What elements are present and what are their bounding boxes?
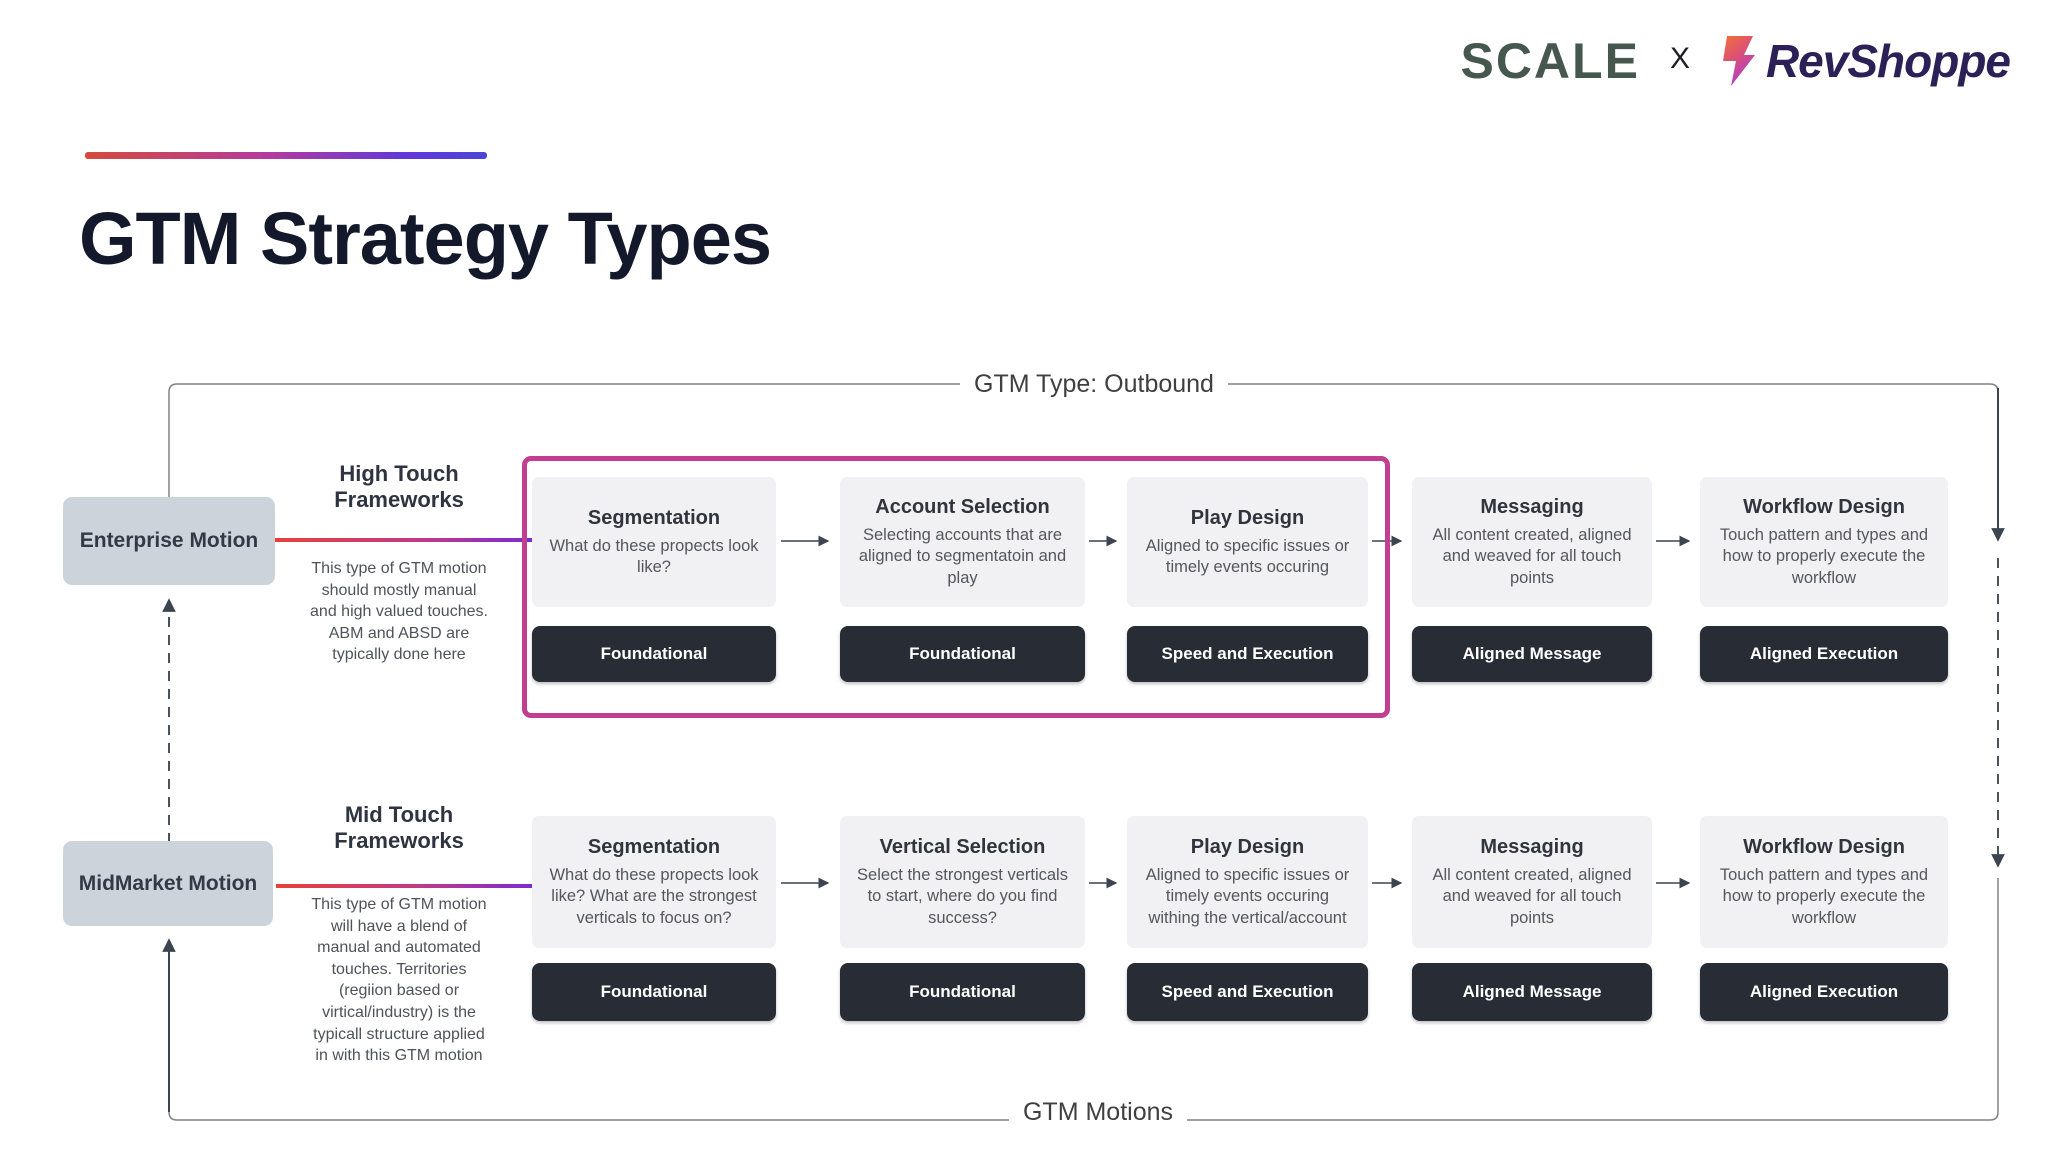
scale-logo: SCALE bbox=[1460, 33, 1640, 89]
step-title: Messaging bbox=[1480, 835, 1584, 858]
gradient-connector-enterprise bbox=[275, 538, 532, 542]
step-tag: Aligned Execution bbox=[1700, 963, 1948, 1021]
lightning-bolt-icon bbox=[1722, 36, 1755, 86]
title-accent-bar bbox=[85, 152, 487, 159]
frame-label-gtm-motions: GTM Motions bbox=[1008, 1098, 1188, 1126]
step-body: Aligned to specific issues or timely eve… bbox=[1145, 865, 1350, 927]
step-tag: Aligned Execution bbox=[1700, 626, 1948, 682]
step-body: Touch pattern and types and how to prope… bbox=[1719, 865, 1929, 927]
step-body: Aligned to specific issues or timely eve… bbox=[1145, 536, 1350, 576]
page-title: GTM Strategy Types bbox=[79, 197, 772, 280]
step-title: Segmentation bbox=[587, 506, 721, 529]
step-tag: Foundational bbox=[840, 963, 1085, 1021]
brand-lockup: SCALE X RevShoppe bbox=[1460, 33, 2011, 89]
highlight-outline bbox=[522, 456, 1390, 718]
step-tag: Aligned Message bbox=[1412, 626, 1652, 682]
frame-label-gtm-type: GTM Type: Outbound bbox=[960, 370, 1228, 398]
step-card: Segmentation What do these propects look… bbox=[532, 477, 776, 607]
step-tag: Speed and Execution bbox=[1127, 626, 1368, 682]
step-title: Segmentation bbox=[587, 835, 721, 858]
step-title: Play Design bbox=[1190, 835, 1305, 858]
step-card: Workflow Design Touch pattern and types … bbox=[1700, 477, 1948, 607]
step-tag: Speed and Execution bbox=[1127, 963, 1368, 1021]
step-body: Select the strongest verticals to start,… bbox=[857, 865, 1068, 927]
mid-touch-frameworks-body: This type of GTM motion will have a blen… bbox=[311, 896, 487, 1065]
step-card: Messaging All content created, aligned a… bbox=[1412, 816, 1652, 948]
step-tag: Foundational bbox=[532, 626, 776, 682]
step-title: Workflow Design bbox=[1743, 835, 1905, 858]
partnership-x: X bbox=[1669, 42, 1690, 75]
step-tag: Aligned Message bbox=[1412, 963, 1652, 1021]
step-title: Account Selection bbox=[875, 495, 1050, 518]
step-card: Vertical Selection Select the strongest … bbox=[840, 816, 1085, 948]
enterprise-motion-box: Enterprise Motion bbox=[63, 497, 275, 585]
revshoppe-logo: RevShoppe bbox=[1720, 34, 2011, 88]
step-title: Workflow Design bbox=[1743, 495, 1905, 518]
step-body: What do these propects look like? What a… bbox=[549, 865, 759, 927]
step-card: Play Design Aligned to specific issues o… bbox=[1127, 477, 1368, 607]
gradient-connector-midmarket bbox=[276, 884, 532, 888]
step-card: Workflow Design Touch pattern and types … bbox=[1700, 816, 1948, 948]
step-title: Play Design bbox=[1190, 506, 1305, 529]
step-tag: Foundational bbox=[840, 626, 1085, 682]
step-body: What do these propects look like? bbox=[549, 536, 759, 576]
high-touch-frameworks-body: This type of GTM motion should mostly ma… bbox=[310, 560, 488, 664]
high-touch-frameworks-title: High Touch Frameworks bbox=[334, 461, 464, 513]
step-card: Messaging All content created, aligned a… bbox=[1412, 477, 1652, 607]
step-body: All content created, aligned and weaved … bbox=[1432, 865, 1632, 927]
step-card: Account Selection Selecting accounts tha… bbox=[840, 477, 1085, 607]
step-title: Vertical Selection bbox=[879, 835, 1046, 858]
step-title: Messaging bbox=[1480, 495, 1584, 518]
mid-touch-frameworks-title: Mid Touch Frameworks bbox=[334, 802, 464, 854]
revshoppe-wordmark: RevShoppe bbox=[1765, 35, 2011, 87]
step-body: Touch pattern and types and how to prope… bbox=[1719, 525, 1929, 587]
step-body: All content created, aligned and weaved … bbox=[1432, 525, 1632, 587]
midmarket-motion-box: MidMarket Motion bbox=[63, 841, 273, 926]
step-tag: Foundational bbox=[532, 963, 776, 1021]
step-body: Selecting accounts that are aligned to s… bbox=[858, 525, 1067, 587]
step-card: Segmentation What do these propects look… bbox=[532, 816, 776, 948]
step-card: Play Design Aligned to specific issues o… bbox=[1127, 816, 1368, 948]
